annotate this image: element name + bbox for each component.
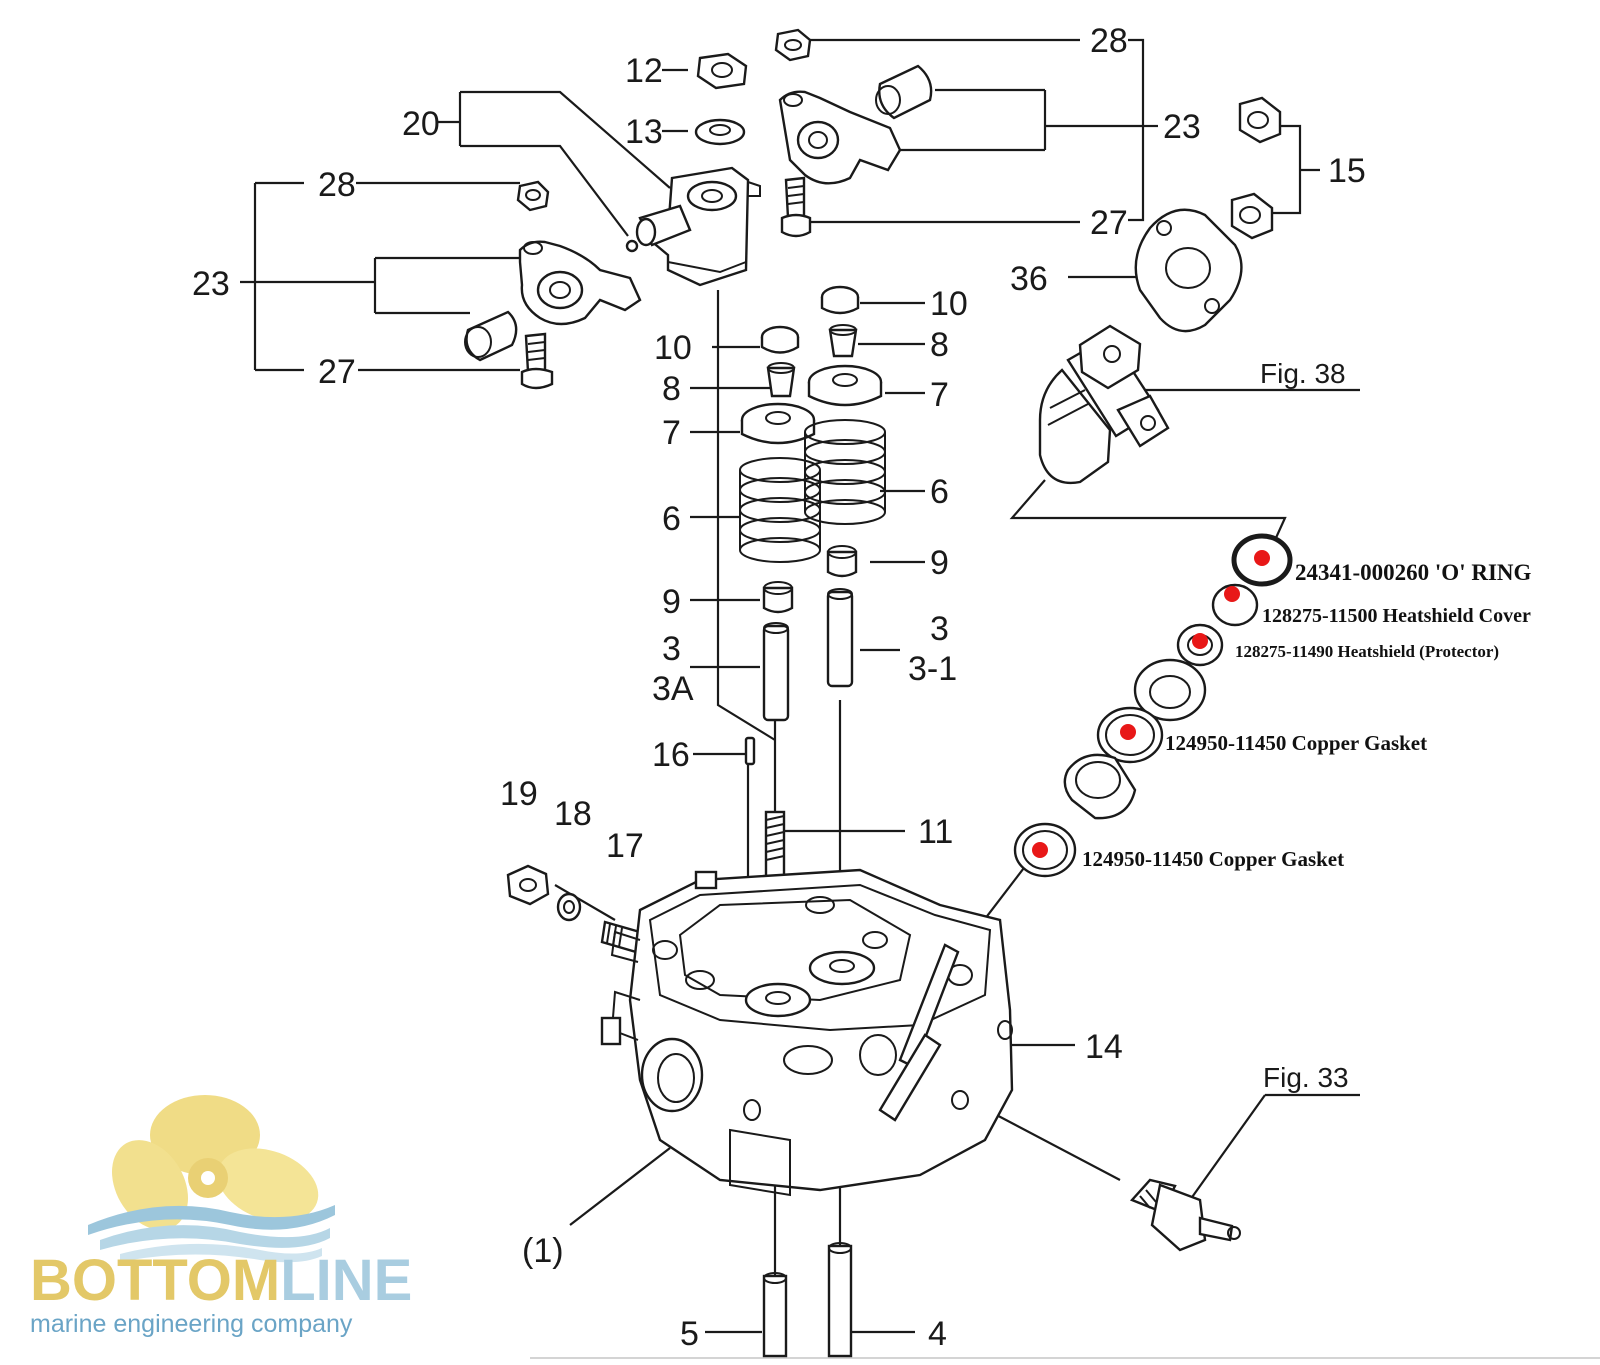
callout-17: 17 — [606, 827, 644, 865]
callout-28-left: 28 — [318, 166, 356, 204]
collet-8-right-top — [829, 324, 857, 336]
valve-spring-6-right — [804, 419, 886, 525]
part-label-copper-gasket-2: 124950-11450 Copper Gasket — [1082, 847, 1344, 871]
valve-spring-6-left — [739, 457, 821, 563]
valve-cap-10-right-side — [820, 297, 860, 315]
callout-8-right: 8 — [930, 326, 949, 364]
callout-3-1: 3-1 — [908, 650, 957, 688]
nuts-15 — [1230, 96, 1282, 240]
logo-name-line: LINE — [280, 1248, 412, 1313]
nut-12 — [696, 52, 748, 90]
collet-8-left — [766, 366, 796, 398]
logo-tagline: marine engineering company — [30, 1310, 353, 1338]
callout-10-right: 10 — [930, 285, 968, 323]
highlight-dot-heatshield-protector — [1192, 633, 1208, 649]
callout-18: 18 — [554, 795, 592, 833]
injector-seal-stack — [1013, 533, 1293, 878]
callout-23-right: 23 — [1163, 108, 1201, 146]
parts — [464, 28, 1293, 1358]
highlight-dot-copper-gasket-1 — [1120, 724, 1136, 740]
callout-7-right: 7 — [930, 376, 949, 414]
push-rod-5 — [762, 1272, 788, 1358]
callout-6-left: 6 — [662, 500, 681, 538]
fig-33-label: Fig. 33 — [1263, 1062, 1349, 1093]
collet-8-right — [828, 328, 858, 358]
callout-8-left: 8 — [662, 370, 681, 408]
figure-references: Fig. 38 Fig. 33 — [1260, 358, 1349, 1093]
collet-8-left-top — [767, 362, 795, 374]
callout-3-right: 3 — [930, 610, 949, 648]
bottomline-logo: BOTTOMLINE marine engineering company — [20, 1090, 415, 1350]
part-label-heatshield-protector: 128275-11490 Heatshield (Protector) — [1235, 642, 1499, 661]
rocker-support-20 — [625, 166, 761, 287]
callout-numbers: 12 13 20 28 23 27 28 23 27 15 36 10 10 8… — [192, 22, 1366, 1353]
nut-19 — [506, 864, 550, 906]
highlight-dots — [1032, 550, 1270, 858]
valve-seal-9-right-top — [827, 545, 857, 559]
cylinder-head-1 — [600, 868, 1014, 1197]
callout-3A: 3A — [652, 670, 694, 708]
pin-16 — [744, 736, 756, 766]
stud-17 — [600, 920, 642, 954]
part-number-labels: 24341-000260 'O' RING 128275-11500 Heats… — [1082, 560, 1532, 871]
callout-13: 13 — [625, 113, 663, 151]
spring-retainer-7-left — [740, 402, 816, 445]
fuel-injector — [1038, 324, 1170, 485]
highlight-dot-o-ring — [1254, 550, 1270, 566]
rocker-arm-right-23 — [774, 28, 933, 238]
valve-seal-9-left-top — [763, 581, 793, 595]
logo-wordmark: BOTTOMLINE — [30, 1248, 412, 1313]
highlight-dot-heatshield-cover — [1224, 586, 1240, 602]
callout-11: 11 — [918, 813, 953, 851]
washer-18 — [556, 892, 582, 922]
spring-retainer-7-right — [807, 364, 883, 407]
callout-9-left: 9 — [662, 583, 681, 621]
callout-15: 15 — [1328, 152, 1366, 190]
waves-icon — [88, 1205, 335, 1263]
callout-1: (1) — [522, 1232, 564, 1270]
valve-cap-10-left-side — [760, 337, 800, 354]
fig-38-label: Fig. 38 — [1260, 358, 1346, 389]
valve-guide-3-1 — [826, 588, 854, 688]
callout-36: 36 — [1010, 260, 1048, 298]
push-rod-4 — [827, 1242, 853, 1358]
washer-13 — [694, 118, 746, 146]
callout-9-right: 9 — [930, 544, 949, 582]
callout-16: 16 — [652, 736, 690, 774]
temperature-sensor — [1129, 1178, 1241, 1252]
part-label-heatshield-cover: 128275-11500 Heatshield Cover — [1262, 605, 1531, 627]
valve-guide-3A — [762, 622, 790, 722]
logo-name-bottom: BOTTOM — [30, 1248, 280, 1313]
callout-3-left: 3 — [662, 630, 681, 668]
callout-5: 5 — [680, 1315, 699, 1353]
callout-20: 20 — [402, 105, 440, 143]
part-label-copper-gasket-1: 124950-11450 Copper Gasket — [1165, 731, 1427, 755]
rocker-arm-left-23 — [464, 180, 642, 390]
callout-12: 12 — [625, 52, 663, 90]
callout-4: 4 — [928, 1315, 947, 1353]
callout-23-left: 23 — [192, 265, 230, 303]
part-label-o-ring: 24341-000260 'O' RING — [1295, 560, 1532, 585]
callout-10-left: 10 — [654, 329, 692, 367]
callout-7-left: 7 — [662, 414, 681, 452]
callout-19: 19 — [500, 775, 538, 813]
highlight-dot-copper-gasket-2 — [1032, 842, 1048, 858]
callout-14: 14 — [1085, 1028, 1123, 1066]
callout-27-left: 27 — [318, 353, 356, 391]
injector-clamp-36 — [1134, 208, 1243, 333]
callout-6-right: 6 — [930, 473, 949, 511]
propeller-icon — [112, 1095, 319, 1230]
callout-27-right: 27 — [1090, 204, 1128, 242]
callout-28-right: 28 — [1090, 22, 1128, 60]
